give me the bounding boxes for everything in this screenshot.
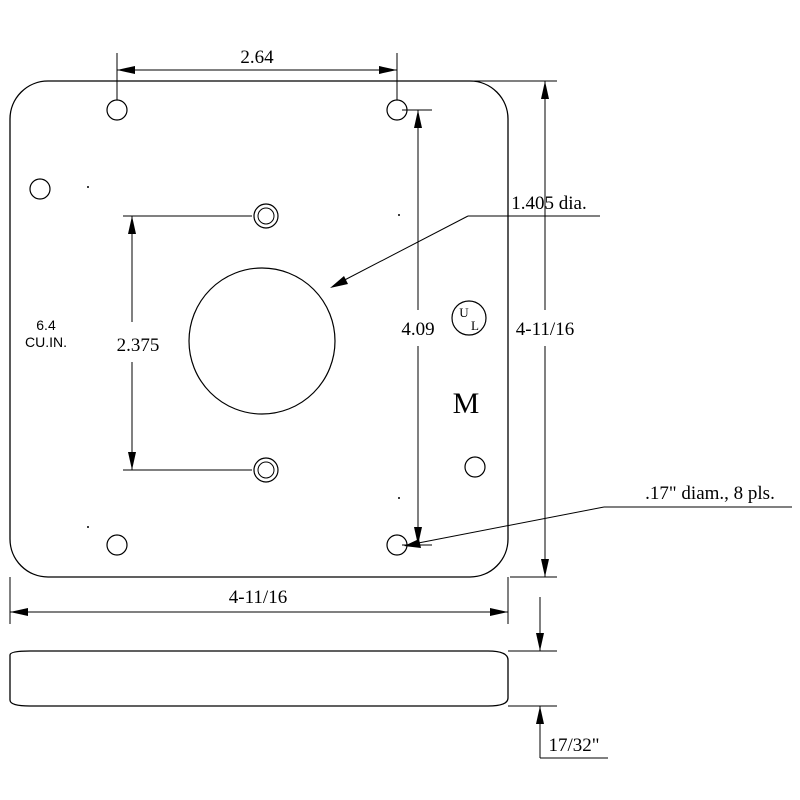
screw-hole-top-outer — [253, 203, 279, 229]
leader-small-hole-note: .17" diam., 8 pls. — [404, 483, 792, 548]
plate-marking-unit: CU.IN. — [25, 334, 67, 350]
dimension-label-plate-width: 4-11/16 — [229, 587, 287, 608]
plate-marking-volume: 6.4 — [36, 317, 56, 333]
dimension-plate-width: 4-11/16 — [9, 577, 509, 624]
dimension-label-vertical-spacing: 4.09 — [401, 319, 434, 340]
screw-hole-bottom-outer — [253, 457, 279, 483]
dimension-vertical-hole-spacing: 4.09 — [401, 109, 435, 546]
side-hole-right — [464, 456, 486, 478]
mark-dot — [87, 526, 89, 528]
mark-dot — [398, 214, 400, 216]
dimension-top-hole-spacing: 2.64 — [116, 47, 398, 100]
dimension-plate-thickness: 17/32" — [508, 597, 608, 759]
mark-dot — [398, 497, 400, 499]
large-center-hole — [188, 267, 336, 415]
dimension-center-hole-spacing: 2.375 — [117, 215, 252, 471]
dimension-label-large-hole: 1.405 dia. — [511, 193, 586, 214]
dimension-plate-height: 4-11/16 — [470, 80, 574, 578]
screw-hole-bottom-inner — [257, 461, 275, 479]
mark-dot — [87, 186, 89, 188]
svg-text:U: U — [459, 305, 469, 320]
side-hole-left — [29, 178, 51, 200]
mounting-hole-bottom-left — [106, 534, 128, 556]
screw-hole-top-inner — [257, 207, 275, 225]
dimension-label-top-spacing: 2.64 — [240, 47, 274, 68]
dimension-label-small-holes: .17" diam., 8 pls. — [645, 483, 775, 504]
dimension-label-center-spacing: 2.375 — [117, 335, 160, 356]
dimension-label-plate-height: 4-11/16 — [516, 319, 574, 340]
svg-text:L: L — [471, 318, 479, 333]
leader-large-hole-diameter: 1.405 dia. — [330, 193, 600, 288]
maker-mark-logo: M — [453, 387, 480, 420]
plate-side-view — [9, 650, 509, 707]
ul-logo: U L — [451, 300, 487, 336]
dimension-label-plate-thickness: 17/32" — [548, 735, 599, 756]
